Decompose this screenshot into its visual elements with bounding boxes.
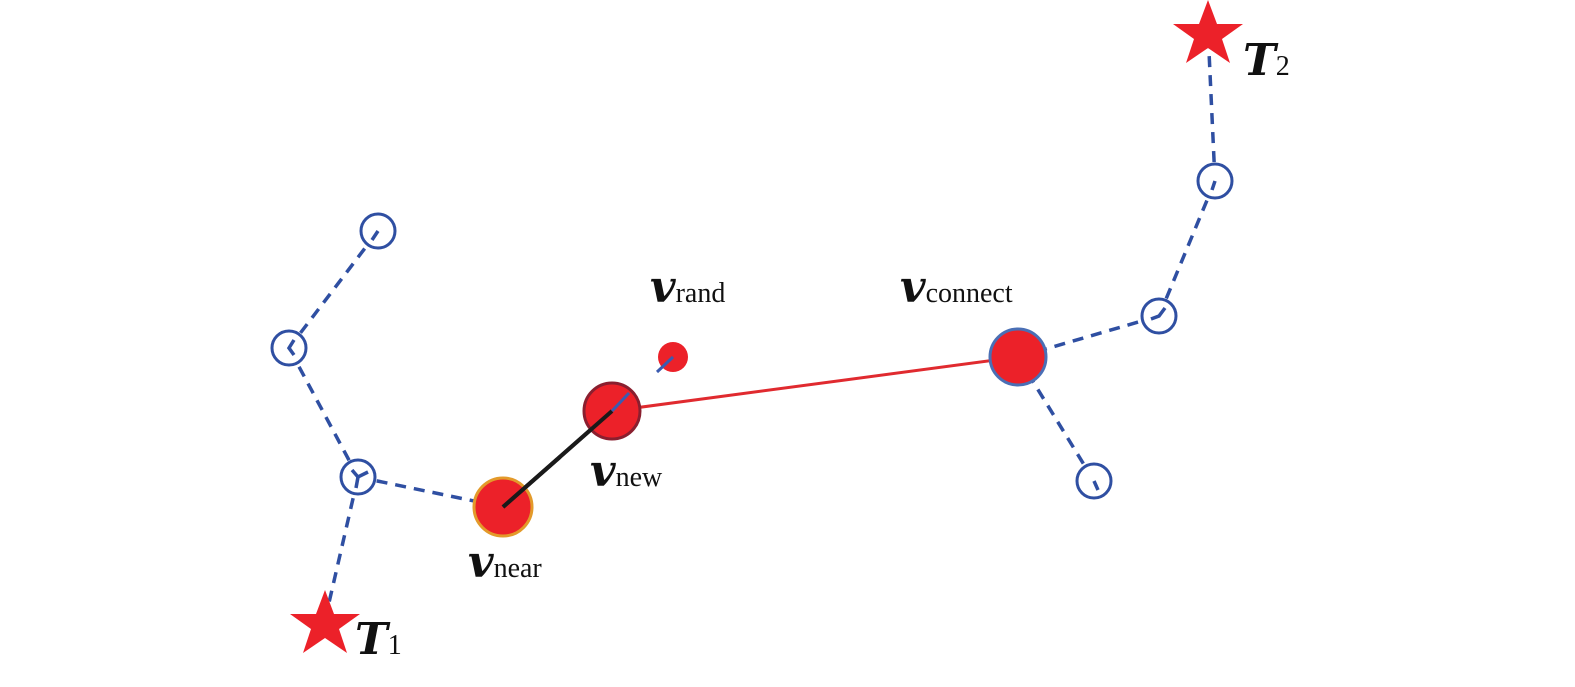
stub xyxy=(370,230,380,241)
edge-f-t2 xyxy=(1206,29,1217,182)
label-main: T xyxy=(355,614,388,665)
new-edge-inner xyxy=(501,409,614,509)
stub xyxy=(1150,306,1167,321)
t1-star-icon xyxy=(290,590,360,653)
label-v-near: vnear xyxy=(468,537,542,588)
stub xyxy=(354,476,360,489)
label-main: v xyxy=(468,537,494,588)
label-main: v xyxy=(590,446,616,497)
label-main: v xyxy=(900,262,926,313)
stub xyxy=(1092,480,1100,491)
v-connect-node xyxy=(988,327,1048,387)
v-new-stub xyxy=(610,391,631,413)
label-main: v xyxy=(650,262,676,313)
label-sub: new xyxy=(615,462,663,493)
label-t2: T2 xyxy=(1243,35,1290,86)
label-v-rand: vrand xyxy=(650,262,725,313)
label-sub: 1 xyxy=(387,630,402,661)
t2-star-icon xyxy=(1173,0,1243,63)
edge-t1-a xyxy=(323,476,360,621)
label-sub: near xyxy=(493,553,542,584)
label-sub: 2 xyxy=(1275,51,1290,82)
label-sub: rand xyxy=(675,278,726,309)
edge-e-f xyxy=(1157,180,1217,317)
connect-edge xyxy=(611,355,1019,413)
tree-edges xyxy=(287,29,1217,621)
label-main: T xyxy=(1243,35,1276,86)
tree-nodes xyxy=(270,162,1234,500)
label-v-connect: vconnect xyxy=(900,262,1013,313)
node-stubs xyxy=(286,180,1217,491)
v-rand-stub xyxy=(655,355,675,374)
edge-b-c xyxy=(287,229,380,350)
label-sub: connect xyxy=(925,278,1013,309)
label-v-new: vnew xyxy=(590,446,662,497)
label-t1: T1 xyxy=(355,614,402,665)
edge-a-b xyxy=(287,347,360,478)
stub xyxy=(1210,180,1217,191)
stub xyxy=(286,339,296,357)
